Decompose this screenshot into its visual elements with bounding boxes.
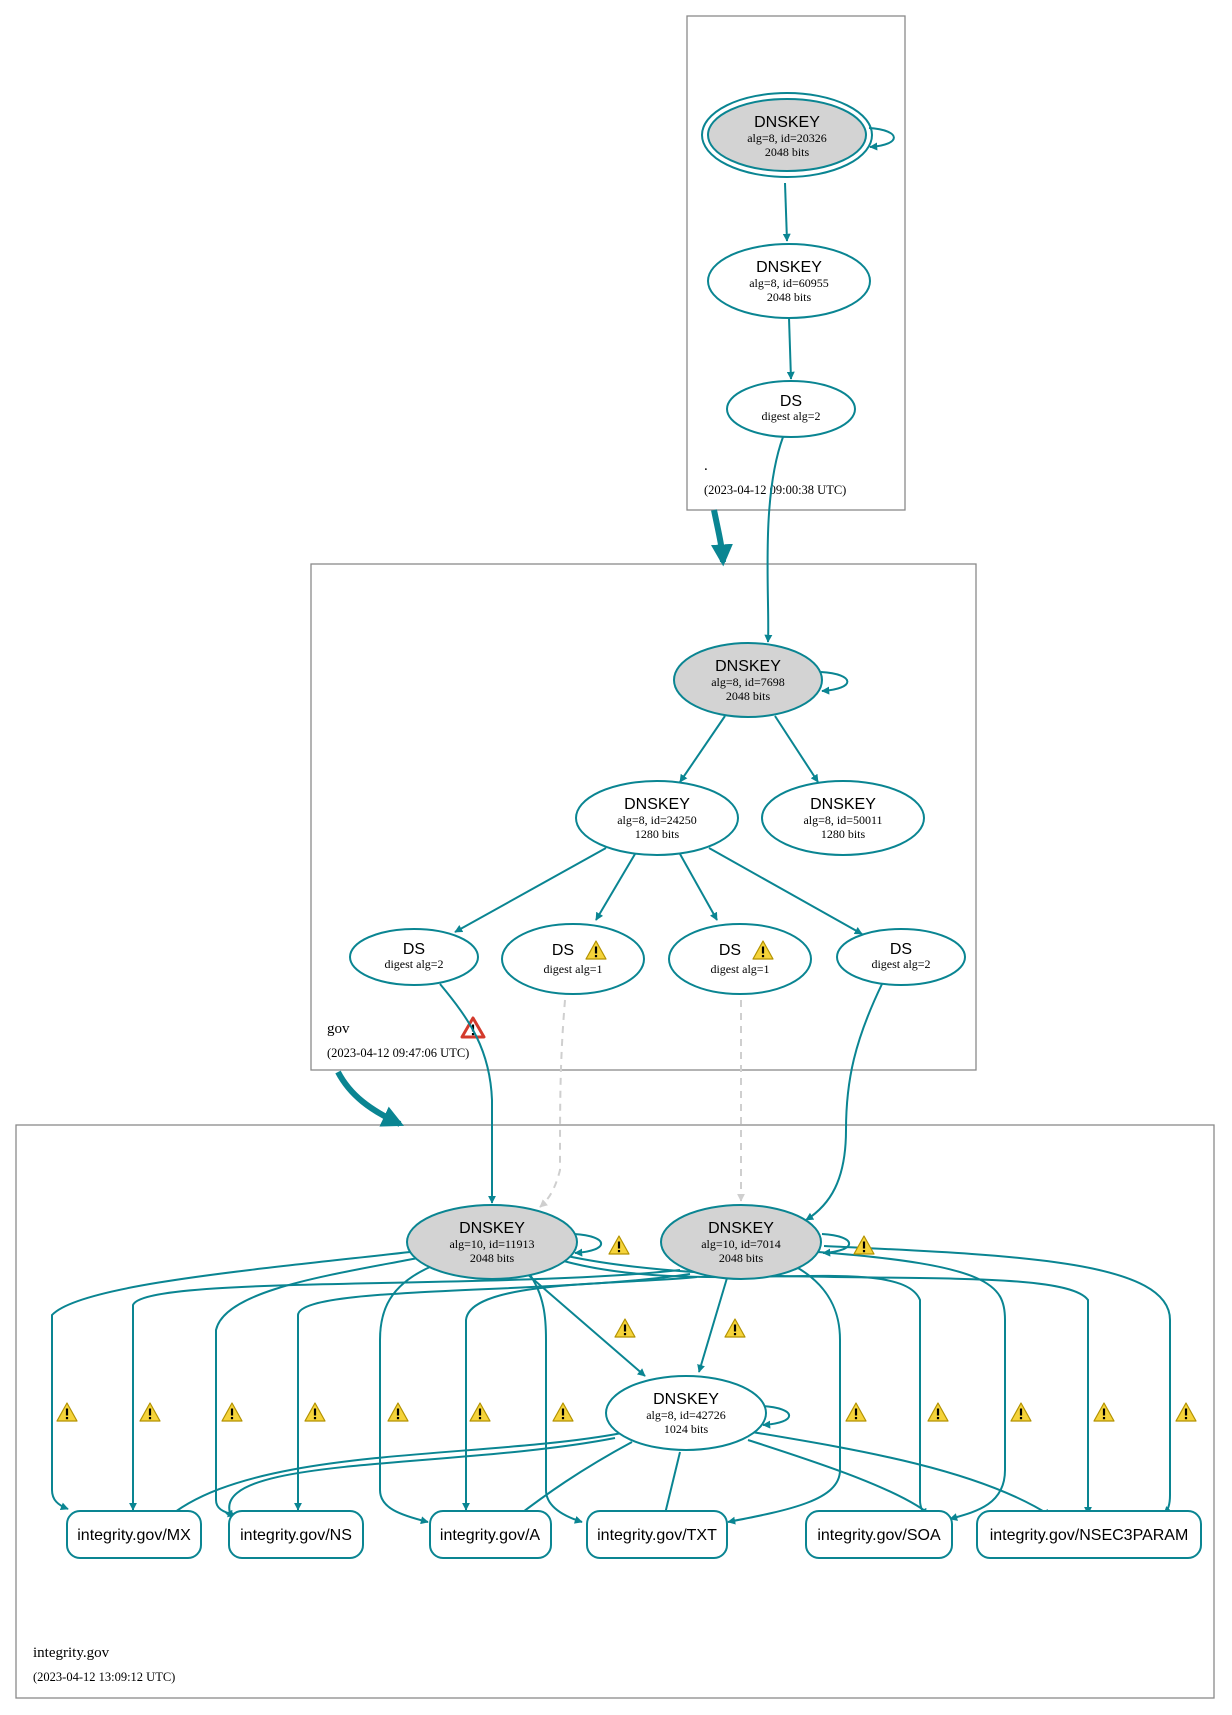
- zone-integrity-name: integrity.gov: [33, 1645, 110, 1661]
- node-title: DNSKEY: [459, 1220, 525, 1237]
- delegation-arrow-gov-integrity: [335, 1070, 404, 1127]
- node-detail: digest alg=2: [384, 957, 443, 971]
- warning-icon: [56, 1402, 78, 1422]
- rrset-label: integrity.gov/NSEC3PARAM: [990, 1527, 1189, 1544]
- node-title: DNSKEY: [754, 114, 820, 131]
- integrity-zsk-42726[interactable]: DNSKEY alg=8, id=42726 1024 bits: [605, 1375, 767, 1451]
- root-ds[interactable]: DS digest alg=2: [726, 380, 856, 438]
- zone-gov-time: (2023-04-12 09:47:06 UTC): [327, 1046, 469, 1060]
- node-title: DS: [890, 941, 912, 958]
- rrset-label: integrity.gov/SOA: [817, 1527, 941, 1544]
- rrset-label: integrity.gov/MX: [77, 1527, 191, 1544]
- warning-icon: [1175, 1402, 1197, 1422]
- rrset-soa[interactable]: integrity.gov/SOA: [805, 1510, 953, 1559]
- node-title: DS: [552, 942, 574, 959]
- rrset-nsec3param[interactable]: integrity.gov/NSEC3PARAM: [976, 1510, 1202, 1559]
- gov-ds-2[interactable]: DS digest alg=1: [501, 923, 645, 995]
- node-title: DS: [403, 941, 425, 958]
- zone-gov: gov (2023-04-12 09:47:06 UTC): [310, 563, 977, 1071]
- warning-icon: [1010, 1402, 1032, 1422]
- root-ksk-20326[interactable]: DNSKEY alg=8, id=20326 2048 bits: [701, 92, 873, 178]
- node-detail: alg=8, id=50011: [803, 813, 882, 827]
- zone-integrity-gov: integrity.gov (2023-04-12 13:09:12 UTC): [15, 1124, 1215, 1699]
- gov-ds-4[interactable]: DS digest alg=2: [836, 928, 966, 986]
- node-detail: 1280 bits: [821, 827, 866, 841]
- node-detail: alg=8, id=60955: [749, 276, 829, 290]
- rrset-label: integrity.gov/TXT: [597, 1527, 717, 1544]
- warning-icon: [608, 1235, 630, 1255]
- node-detail: 2048 bits: [765, 145, 810, 159]
- rrset-mx[interactable]: integrity.gov/MX: [66, 1510, 202, 1559]
- node-title: DNSKEY: [810, 796, 876, 813]
- rrset-txt[interactable]: integrity.gov/TXT: [586, 1510, 728, 1559]
- node-detail: alg=8, id=7698: [711, 675, 785, 689]
- zone-gov-name: gov: [327, 1021, 350, 1037]
- rrset-a[interactable]: integrity.gov/A: [429, 1510, 552, 1559]
- node-detail: alg=8, id=20326: [747, 131, 827, 145]
- node-detail: 2048 bits: [719, 1251, 764, 1265]
- warning-icon: [139, 1402, 161, 1422]
- node-title: DNSKEY: [708, 1220, 774, 1237]
- root-zsk-60955[interactable]: DNSKEY alg=8, id=60955 2048 bits: [707, 243, 871, 319]
- node-detail: 1280 bits: [635, 827, 680, 841]
- gov-ds-3[interactable]: DS digest alg=1: [668, 923, 812, 995]
- integrity-ksk-11913[interactable]: DNSKEY alg=10, id=11913 2048 bits: [406, 1204, 630, 1280]
- node-title: DNSKEY: [653, 1391, 719, 1408]
- rrset-label: integrity.gov/A: [440, 1527, 541, 1544]
- warning-icon: [1093, 1402, 1115, 1422]
- node-title: DS: [780, 393, 802, 410]
- zone-root: . (2023-04-12 09:00:38 UTC): [686, 15, 906, 511]
- node-detail: digest alg=2: [761, 409, 820, 423]
- rrset-ns[interactable]: integrity.gov/NS: [228, 1510, 364, 1559]
- warning-icon: [469, 1402, 491, 1422]
- node-title: DNSKEY: [756, 259, 822, 276]
- warning-icon: [724, 1318, 746, 1338]
- zone-root-name: .: [704, 458, 708, 474]
- zone-root-time: (2023-04-12 09:00:38 UTC): [704, 483, 846, 497]
- node-detail: digest alg=2: [871, 957, 930, 971]
- warning-icon: [853, 1235, 875, 1255]
- node-detail: 2048 bits: [726, 689, 771, 703]
- gov-ds-1[interactable]: DS digest alg=2: [349, 928, 479, 986]
- node-detail: alg=10, id=7014: [701, 1237, 781, 1251]
- rrset-label: integrity.gov/NS: [240, 1527, 352, 1544]
- node-title: DS: [719, 942, 741, 959]
- zone-integrity-time: (2023-04-12 13:09:12 UTC): [33, 1670, 175, 1684]
- delegation-arrow-root-gov: [710, 509, 733, 567]
- warning-icon: [552, 1402, 574, 1422]
- node-detail: 1024 bits: [664, 1422, 709, 1436]
- node-detail: alg=10, id=11913: [449, 1237, 534, 1251]
- warning-icon: [387, 1402, 409, 1422]
- node-detail: 2048 bits: [470, 1251, 515, 1265]
- error-icon: [460, 1016, 486, 1039]
- warning-icon: [927, 1402, 949, 1422]
- node-detail: alg=8, id=42726: [646, 1408, 726, 1422]
- gov-zsk-50011[interactable]: DNSKEY alg=8, id=50011 1280 bits: [761, 780, 925, 856]
- node-detail: alg=8, id=24250: [617, 813, 697, 827]
- gov-ksk-7698[interactable]: DNSKEY alg=8, id=7698 2048 bits: [673, 642, 823, 718]
- warning-icon: [221, 1402, 243, 1422]
- warning-icon: [304, 1402, 326, 1422]
- warning-icon: [845, 1402, 867, 1422]
- gov-zsk-24250[interactable]: DNSKEY alg=8, id=24250 1280 bits: [575, 780, 739, 856]
- node-detail: 2048 bits: [767, 290, 812, 304]
- node-title: DNSKEY: [715, 658, 781, 675]
- integrity-ksk-7014[interactable]: DNSKEY alg=10, id=7014 2048 bits: [660, 1204, 875, 1280]
- node-detail: digest alg=1: [710, 962, 769, 976]
- warning-icon: [614, 1318, 636, 1338]
- node-detail: digest alg=1: [543, 962, 602, 976]
- node-title: DNSKEY: [624, 796, 690, 813]
